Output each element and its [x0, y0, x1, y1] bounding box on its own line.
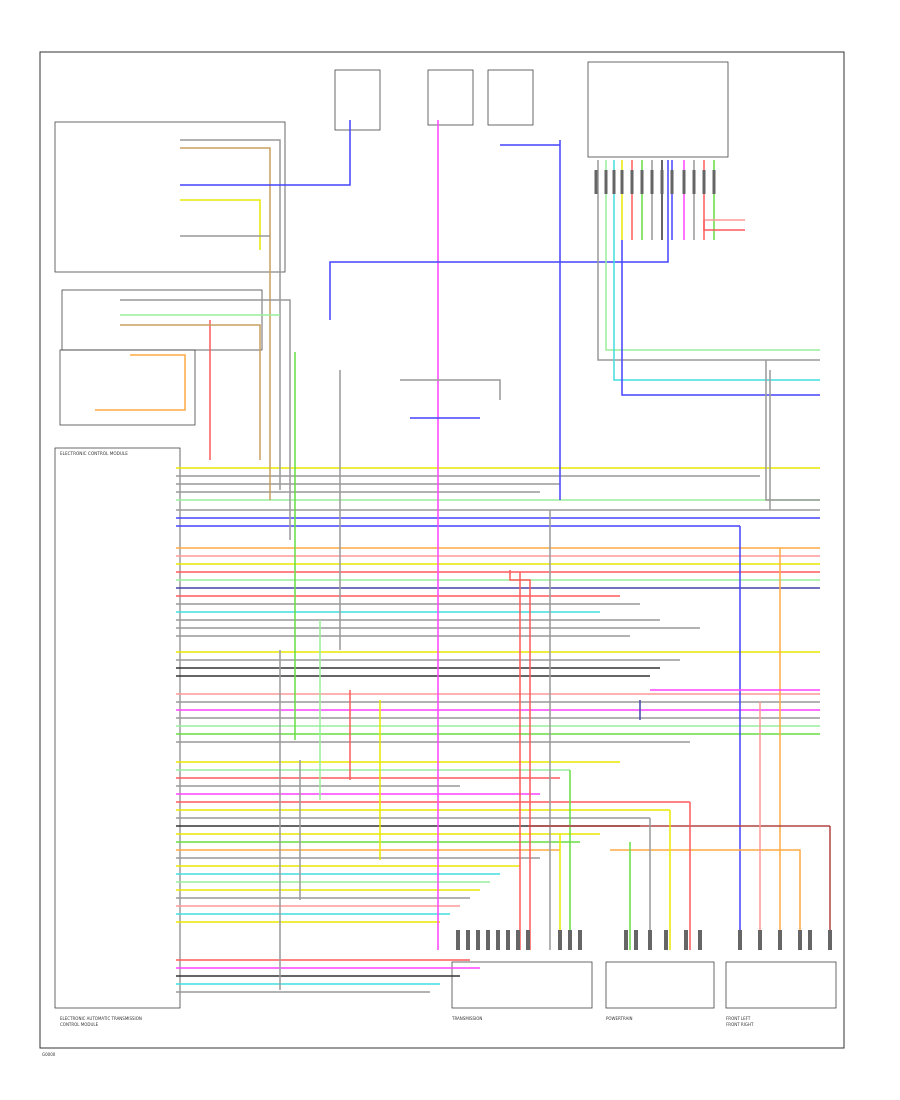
- cluster-pin-7: [650, 170, 654, 194]
- transmission-pin-11: [578, 930, 582, 950]
- transmission-pin-5: [496, 930, 500, 950]
- relay-box-left: [61, 289, 263, 351]
- front-pin-5: [808, 930, 812, 950]
- cluster-pin-2: [604, 170, 608, 194]
- powertrain-pin-5: [684, 930, 688, 950]
- instrument-cluster-box: [587, 61, 729, 158]
- diagram-frame: [39, 51, 845, 1049]
- footer-label-3: TRANSMISSION: [451, 1016, 482, 1021]
- front-pin-6: [828, 930, 832, 950]
- cluster-pin-10: [682, 170, 686, 194]
- fuse-box-b: [427, 69, 474, 126]
- cluster-pin-9: [670, 170, 674, 194]
- cluster-pin-8: [660, 170, 664, 194]
- cluster-pin-5: [630, 170, 634, 194]
- relay-tan: [120, 324, 261, 460]
- component-boxes: [54, 61, 837, 1009]
- transmission-pin-1: [456, 930, 460, 950]
- front-pin-4: [798, 930, 802, 950]
- relay-gray: [120, 299, 291, 540]
- footer-label-6: FRONT RIGHT: [726, 1022, 754, 1027]
- transmission-pin-6: [506, 930, 510, 950]
- front-connector-box: [725, 961, 837, 1009]
- cluster-red-sub: [703, 220, 745, 231]
- cluster-green-right: [605, 240, 820, 351]
- module-title: ELECTRONIC CONTROL MODULE: [60, 451, 128, 456]
- footer-code: G0000: [42, 1052, 56, 1057]
- fuse-box-a: [334, 69, 381, 131]
- transmission-pin-2: [466, 930, 470, 950]
- fuse-box-c: [487, 69, 534, 126]
- powertrain-pin-4: [664, 930, 668, 950]
- cluster-pin-12: [702, 170, 706, 194]
- cluster-blue-right: [621, 240, 820, 396]
- cluster-pin-4: [620, 170, 624, 194]
- transmission-pin-3: [476, 930, 480, 950]
- cruise-orange: [95, 354, 186, 411]
- trunk-blue: [329, 160, 669, 320]
- gray-upper: [400, 379, 501, 400]
- connector-pins: [456, 170, 832, 950]
- transmission-pin-10: [568, 930, 572, 950]
- trunk-orange: [610, 849, 801, 950]
- transmission-pin-7: [516, 930, 520, 950]
- ecm-box: [54, 447, 181, 1009]
- labels: ELECTRONIC CONTROL MODULE G0000 ELECTRON…: [42, 451, 754, 1057]
- wires: [95, 120, 831, 993]
- front-pin-2: [758, 930, 762, 950]
- cluster-pin-3: [612, 170, 616, 194]
- footer-label-2: CONTROL MODULE: [60, 1022, 99, 1027]
- ign-yellow-a: [180, 199, 261, 250]
- cluster-pin-6: [640, 170, 644, 194]
- gray-right-a: [765, 360, 820, 501]
- transmission-pin-4: [486, 930, 490, 950]
- front-pin-3: [778, 930, 782, 950]
- front-pin-1: [738, 930, 742, 950]
- cruise-control-box: [59, 349, 196, 426]
- transmission-connector-box: [451, 961, 593, 1009]
- footer-label-1: ELECTRONIC AUTOMATIC TRANSMISSION: [60, 1016, 142, 1021]
- powertrain-connector-box: [605, 961, 715, 1009]
- cluster-pin-13: [712, 170, 716, 194]
- trunk-red-b: [509, 570, 531, 950]
- cluster-gray-right: [597, 240, 820, 361]
- cluster-pin-11: [692, 170, 696, 194]
- transmission-pin-8: [526, 930, 530, 950]
- ignition-switch-box: [54, 121, 286, 273]
- gray-right-b: [769, 370, 820, 511]
- cluster-pin-1: [594, 170, 598, 194]
- powertrain-pin-3: [648, 930, 652, 950]
- transmission-pin-9: [558, 930, 562, 950]
- ign-gray-a: [180, 139, 281, 490]
- ign-tan-a: [180, 147, 271, 500]
- powertrain-pin-6: [698, 930, 702, 950]
- ign-blue-a: [180, 120, 351, 186]
- powertrain-pin-2: [634, 930, 638, 950]
- footer-label-5: FRONT LEFT: [726, 1016, 751, 1021]
- cluster-cyan-right: [613, 240, 820, 381]
- footer-label-4: POWERTRAIN: [606, 1016, 633, 1021]
- powertrain-pin-1: [624, 930, 628, 950]
